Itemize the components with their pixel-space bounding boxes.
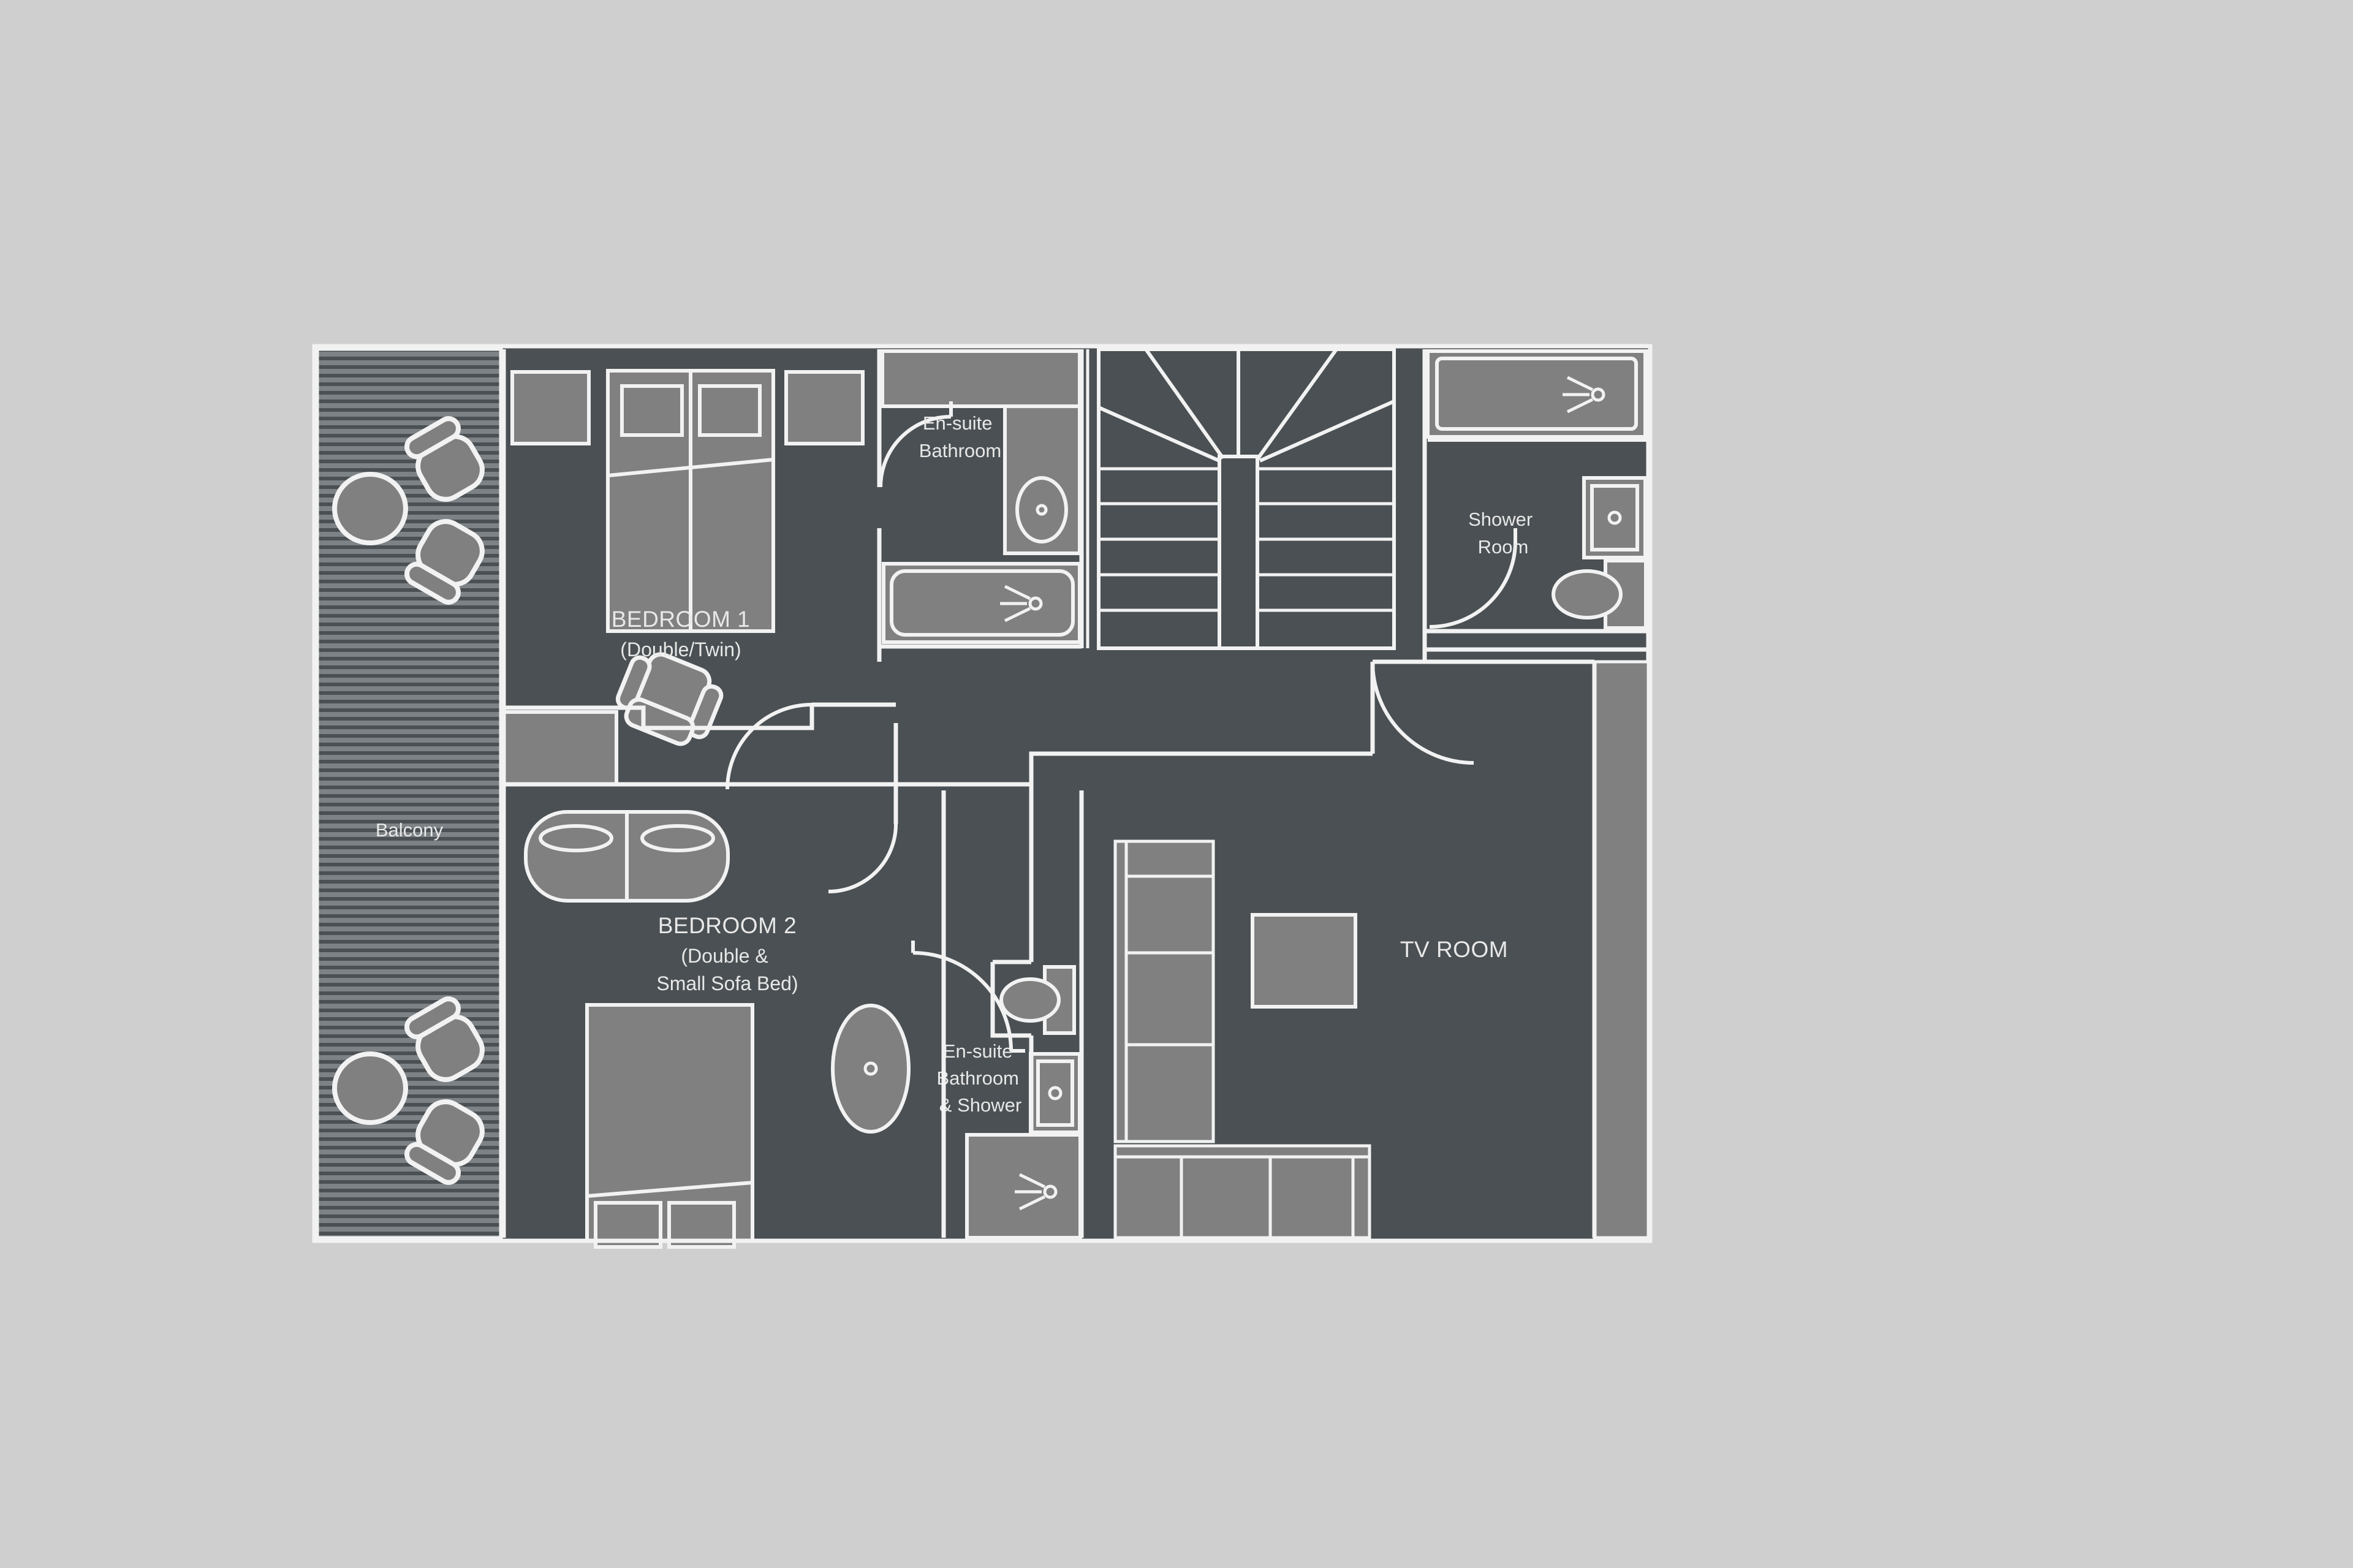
tv-room: TV ROOM — [1113, 660, 1650, 1240]
bedroom1-bed — [606, 369, 775, 633]
bedroom-2: BEDROOM 2 (Double & Small Sofa Bed) — [524, 810, 798, 1249]
shower-room: Shower Room — [1426, 349, 1648, 630]
ensuite-bathroom-1-label: En-suite Bathroom — [919, 412, 1001, 461]
ensuite1-basin — [1015, 476, 1068, 543]
bedroom-1-label: BEDROOM 1 — [612, 607, 751, 632]
walls — [312, 344, 1653, 1243]
bedroom1-nightstand-left — [510, 370, 591, 445]
staircase — [1086, 347, 1396, 650]
balcony-chair-top-2 — [404, 519, 485, 605]
balcony-chair-top-1 — [404, 416, 485, 502]
ensuite2-wc — [999, 965, 1076, 1035]
bedroom-2-label: BEDROOM 2 — [658, 913, 797, 938]
balcony-table-top — [332, 472, 408, 545]
bedroom-2-sublabel: (Double & Small Sofa Bed) — [656, 945, 798, 994]
bedroom2-bed — [585, 1003, 754, 1249]
bedroom2-sofa — [524, 810, 730, 903]
ensuite2-shower-tray — [965, 1133, 1082, 1240]
door-tv-room — [1371, 661, 1474, 765]
tvroom-coffee-table — [1251, 913, 1357, 1009]
tv-room-label: TV ROOM — [1400, 937, 1508, 962]
ensuite2-basin — [1029, 1052, 1082, 1134]
bedroom1-nightstand-right — [784, 370, 865, 445]
balcony-chair-bottom-2 — [404, 1099, 485, 1185]
door-shower-room — [1429, 528, 1517, 629]
door-ensuite1 — [879, 401, 953, 488]
balcony-furniture — [332, 416, 485, 1185]
bedroom-1-sublabel: (Double/Twin) — [620, 638, 741, 661]
balcony-label: Balcony — [376, 819, 444, 841]
tvroom-corner-sofa — [1113, 839, 1371, 1240]
balcony-table-bottom — [332, 1051, 408, 1125]
showerroom-basin — [1582, 476, 1647, 559]
bedroom-1: BEDROOM 1 (Double/Twin) — [499, 369, 865, 786]
ensuite1-bath — [882, 562, 1082, 644]
shower-head-icon — [1000, 585, 1043, 623]
bedroom1-desk — [499, 710, 618, 786]
shower-head-icon — [1563, 376, 1605, 414]
ensuite-bathroom-shower-label: En-suite Bathroom & Shower — [936, 1040, 1024, 1116]
balcony-chair-bottom-1 — [404, 996, 485, 1082]
shower-room-label: Shower Room — [1468, 509, 1538, 558]
ensuite-bathroom-shower: En-suite Bathroom & Shower — [831, 941, 1082, 1240]
showerroom-wc — [1552, 559, 1648, 630]
ensuite2-bath-oval — [831, 1004, 911, 1134]
door-ensuite2 — [911, 941, 1025, 1053]
